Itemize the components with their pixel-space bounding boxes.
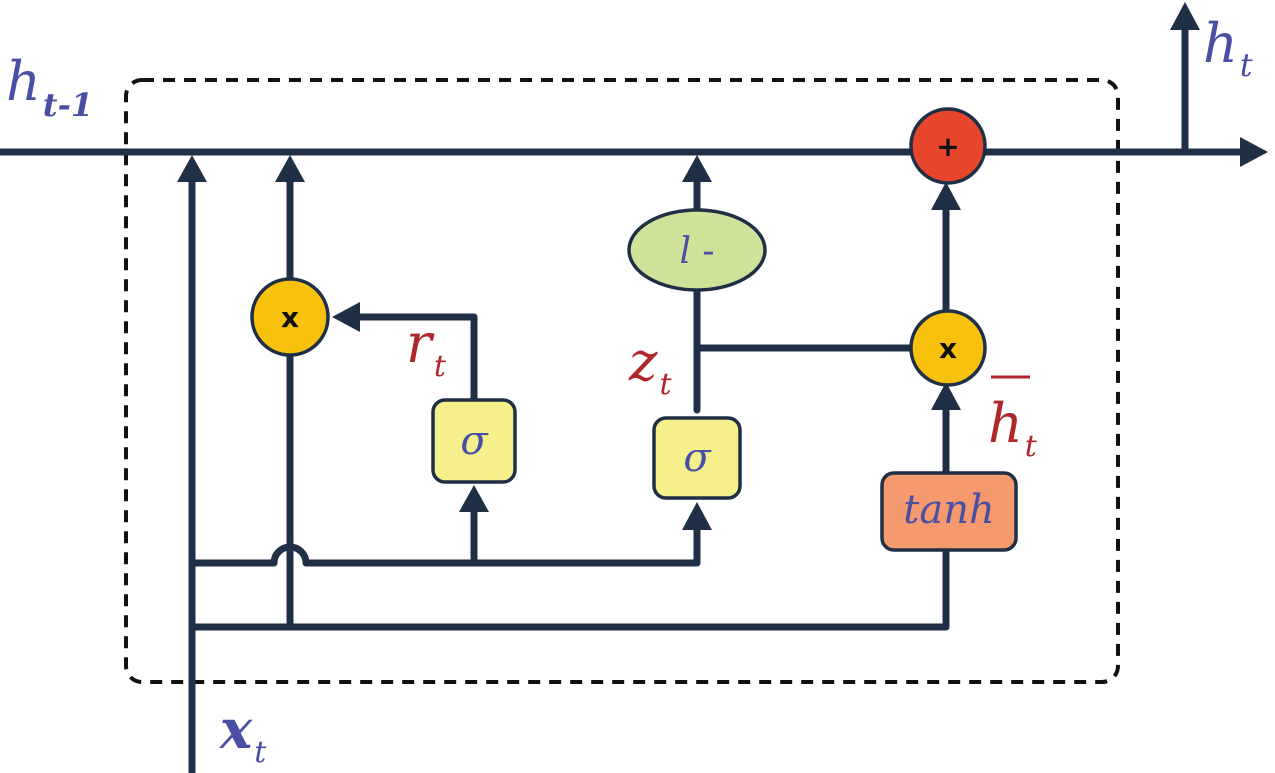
reset-sigma-input-arrow xyxy=(459,485,489,512)
h-out-sub: t xyxy=(1240,46,1253,84)
h-prev-label: ht-1 xyxy=(6,50,93,124)
one-minus-text: l - xyxy=(679,231,714,272)
hbar-label: ht xyxy=(988,392,1038,464)
rt-line xyxy=(356,313,478,404)
update-sigma-box xyxy=(652,416,742,500)
zt-sub: t xyxy=(659,367,672,402)
zt-main: z xyxy=(628,330,658,393)
update-sigma-input-arrow xyxy=(682,502,712,530)
xt-input-arrow xyxy=(177,155,207,182)
one-minus-ellipse xyxy=(627,208,767,292)
update-multiply-symbol: x xyxy=(939,332,957,365)
tanh-box xyxy=(880,471,1018,552)
gate-input-line xyxy=(188,526,701,567)
rt-main: r xyxy=(406,312,435,375)
rt-label: rt xyxy=(406,312,447,384)
update-product-arrow xyxy=(931,182,961,210)
update-multiply-node xyxy=(909,309,987,387)
h-prev-sub: t-1 xyxy=(43,86,93,124)
h-prev-main: h xyxy=(6,50,41,113)
h-out-label: ht xyxy=(1203,12,1253,84)
reset-path-arrow xyxy=(275,155,305,182)
hidden-state-output-arrow xyxy=(1240,137,1268,167)
rt-arrow xyxy=(332,302,360,332)
hbar-sub: t xyxy=(1025,429,1038,464)
one-minus-output-arrow xyxy=(682,155,712,182)
h-out-main: h xyxy=(1203,12,1238,75)
reset-multiply-symbol: x xyxy=(281,301,299,334)
cell-boundary xyxy=(124,78,1120,684)
xt-label: xt xyxy=(219,697,267,770)
hbar-main: h xyxy=(988,392,1023,455)
tanh-text: tanh xyxy=(903,487,994,533)
reset-sigma-symbol: σ xyxy=(460,418,489,464)
rt-sub: t xyxy=(434,349,447,384)
add-symbol: + xyxy=(936,130,959,163)
add-node xyxy=(909,107,987,185)
xt-sub: t xyxy=(254,735,267,770)
update-sigma-symbol: σ xyxy=(683,435,712,481)
xt-main: x xyxy=(219,697,253,761)
reset-sigma-box xyxy=(431,398,517,484)
hbar-arrow xyxy=(931,382,961,410)
ht-output-arrow xyxy=(1170,2,1200,30)
reset-multiply-node xyxy=(250,277,330,357)
zt-label: zt xyxy=(628,330,672,402)
tanh-input-line xyxy=(188,549,950,631)
